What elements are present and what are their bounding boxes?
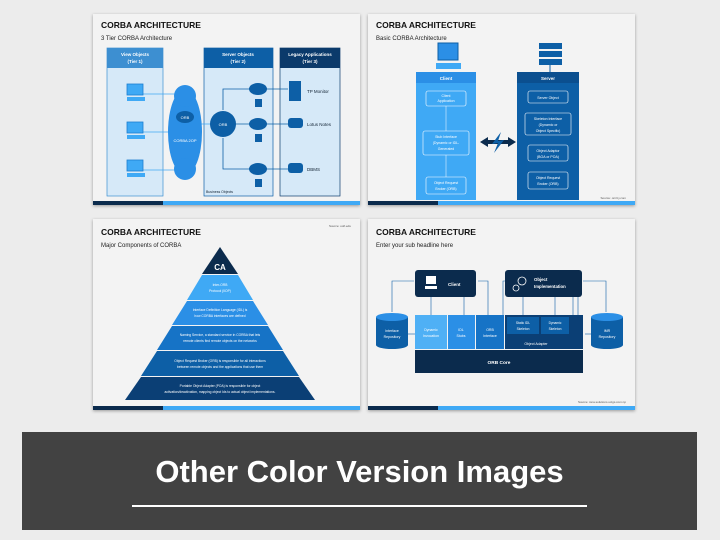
slide-basic-architecture[interactable]: CORBA ARCHITECTURE Basic CORBA Architect… <box>368 14 635 205</box>
slide-orb-components[interactable]: CORBA ARCHITECTURE Enter your sub headli… <box>368 219 635 410</box>
orb-nodes <box>249 83 267 187</box>
svg-text:Server: Server <box>541 76 555 81</box>
client-column: Client Client Application Stub Interface… <box>416 72 476 200</box>
server-icon <box>539 43 562 72</box>
slide-3-tier-architecture[interactable]: CORBA ARCHITECTURE 3 Tier CORBA Architec… <box>93 14 360 205</box>
svg-text:between remote objects and the: between remote objects and the applicati… <box>177 365 263 369</box>
svg-text:Skeleton Interface: Skeleton Interface <box>534 117 562 121</box>
source-note: Source: ornl.ly.com <box>601 196 627 200</box>
svg-text:Client: Client <box>448 282 461 287</box>
svg-text:Server Object: Server Object <box>537 96 558 100</box>
svg-text:Interface: Interface <box>483 334 497 338</box>
svg-text:remote clients find remote obj: remote clients find remote objects on th… <box>183 339 257 343</box>
svg-text:(Tier 1): (Tier 1) <box>128 59 143 64</box>
svg-text:Object Specific): Object Specific) <box>536 129 561 133</box>
svg-text:Skeleton: Skeleton <box>549 327 562 331</box>
svg-text:Repository: Repository <box>384 335 401 339</box>
client-box: Client <box>415 270 476 297</box>
svg-text:(Tier 2): (Tier 2) <box>231 59 246 64</box>
svg-text:ORB: ORB <box>181 115 190 120</box>
slide-subtitle: Major Components of CORBA <box>101 243 181 249</box>
svg-text:(BOA or POA): (BOA or POA) <box>537 155 559 159</box>
banner-title: Other Color Version Images <box>155 454 564 489</box>
svg-text:how CORBA interfaces are defin: how CORBA interfaces are defined <box>194 314 245 318</box>
svg-text:Skeleton: Skeleton <box>517 327 530 331</box>
corba-cloud: ORB CORBA 2OP <box>168 85 202 180</box>
color-versions-banner: Other Color Version Images <box>22 432 697 530</box>
source-note: Source: uoft.edu <box>329 224 351 228</box>
slide-subtitle: Enter your sub headline here <box>376 243 454 249</box>
svg-text:ORB Core: ORB Core <box>488 360 511 366</box>
slide-title: CORBA ARCHITECTURE <box>101 227 201 237</box>
svg-text:Protocol (IIOP): Protocol (IIOP) <box>209 289 231 293</box>
svg-text:CORBA 2OP: CORBA 2OP <box>173 138 196 143</box>
svg-text:ORB: ORB <box>219 122 228 127</box>
svg-text:Application: Application <box>437 99 454 103</box>
pyramid: CA Inter-ORB Protocol (IIOP) Interface D… <box>125 247 315 400</box>
legacy-icons: TP Monitor Lotus Notes DBMS <box>288 81 332 173</box>
svg-text:CA: CA <box>214 263 226 272</box>
orb-hub: ORB <box>210 111 236 137</box>
svg-text:Implementation: Implementation <box>534 284 566 289</box>
svg-text:TP Monitor: TP Monitor <box>307 89 329 94</box>
svg-text:Stub Interface: Stub Interface <box>435 135 457 139</box>
orb-components: Dynamic Invocation IDL Stubs ORB Interfa… <box>415 315 583 373</box>
svg-text:Invocation: Invocation <box>423 334 439 338</box>
svg-text:(Dynamic or: (Dynamic or <box>539 123 559 127</box>
interface-repository-cylinder: Interface Repository <box>376 313 408 349</box>
svg-text:Stubs: Stubs <box>457 334 466 338</box>
slide-subtitle: 3 Tier CORBA Architecture <box>101 36 173 42</box>
object-implementation-box: Object Implementation <box>505 270 582 297</box>
svg-text:Broker (ORB): Broker (ORB) <box>435 187 456 191</box>
svg-text:Generated: Generated <box>438 147 455 151</box>
svg-text:IDL: IDL <box>458 328 464 332</box>
business-objects-label: Business Objects <box>206 190 233 194</box>
svg-text:activation/deactivation, mappi: activation/deactivation, mapping object … <box>165 390 276 394</box>
slide-title: CORBA ARCHITECTURE <box>376 227 476 237</box>
svg-text:Interface: Interface <box>385 329 399 333</box>
svg-text:Object Adaptor: Object Adaptor <box>536 149 560 153</box>
svg-text:Naming Service, a standard ser: Naming Service, a standard service in CO… <box>180 333 261 337</box>
svg-text:Interface Definition Language: Interface Definition Language (IDL) is <box>193 308 248 312</box>
svg-text:Client: Client <box>442 94 451 98</box>
slide-major-components[interactable]: CORBA ARCHITECTURE Major Components of C… <box>93 219 360 410</box>
svg-text:Repository: Repository <box>599 335 616 339</box>
svg-text:Object Request: Object Request <box>434 181 458 185</box>
svg-text:Object: Object <box>534 277 548 282</box>
svg-text:Dynamic: Dynamic <box>424 328 438 332</box>
svg-text:Static IDL: Static IDL <box>516 321 530 325</box>
svg-text:DBMS: DBMS <box>307 167 320 172</box>
network-arrow-icon <box>480 132 516 153</box>
svg-text:Object Request Broker (ORB) i: Object Request Broker (ORB) is responsib… <box>174 359 266 363</box>
server-column: Server Server Object Skeleton Interface … <box>517 72 579 200</box>
svg-text:Portable Object Adapter (POA): Portable Object Adapter (POA) is respons… <box>180 384 261 388</box>
slide-title: CORBA ARCHITECTURE <box>376 20 476 30</box>
svg-text:Lotus Notes: Lotus Notes <box>307 122 332 127</box>
gear-icon <box>517 276 527 286</box>
svg-text:Inter-ORB: Inter-ORB <box>213 283 229 287</box>
svg-text:IMR: IMR <box>604 329 611 333</box>
svg-text:Object Adapter: Object Adapter <box>524 342 548 346</box>
svg-text:(Dynamic or IDL-: (Dynamic or IDL- <box>433 141 460 145</box>
computer-icons <box>126 83 145 177</box>
flow-arrows <box>391 280 607 335</box>
svg-text:Server Objects: Server Objects <box>222 52 254 57</box>
impl-repository-cylinder: IMR Repository <box>591 313 623 349</box>
slide-subtitle: Basic CORBA Architecture <box>376 36 447 42</box>
svg-text:Object Request: Object Request <box>536 176 560 180</box>
svg-text:ORB: ORB <box>486 328 494 332</box>
svg-text:Dynamic: Dynamic <box>549 321 562 325</box>
svg-text:Legacy Applications: Legacy Applications <box>288 52 332 57</box>
svg-text:Client: Client <box>440 76 453 81</box>
svg-text:Broker (ORB): Broker (ORB) <box>537 182 558 186</box>
svg-text:(Tier 3): (Tier 3) <box>303 59 318 64</box>
slide-title: CORBA ARCHITECTURE <box>101 20 201 30</box>
computer-icon <box>436 42 461 69</box>
banner-underline <box>132 505 587 507</box>
svg-text:View Objects: View Objects <box>121 52 149 57</box>
source-note: Source: iona.solutions.ucigs.com.np <box>578 400 626 404</box>
